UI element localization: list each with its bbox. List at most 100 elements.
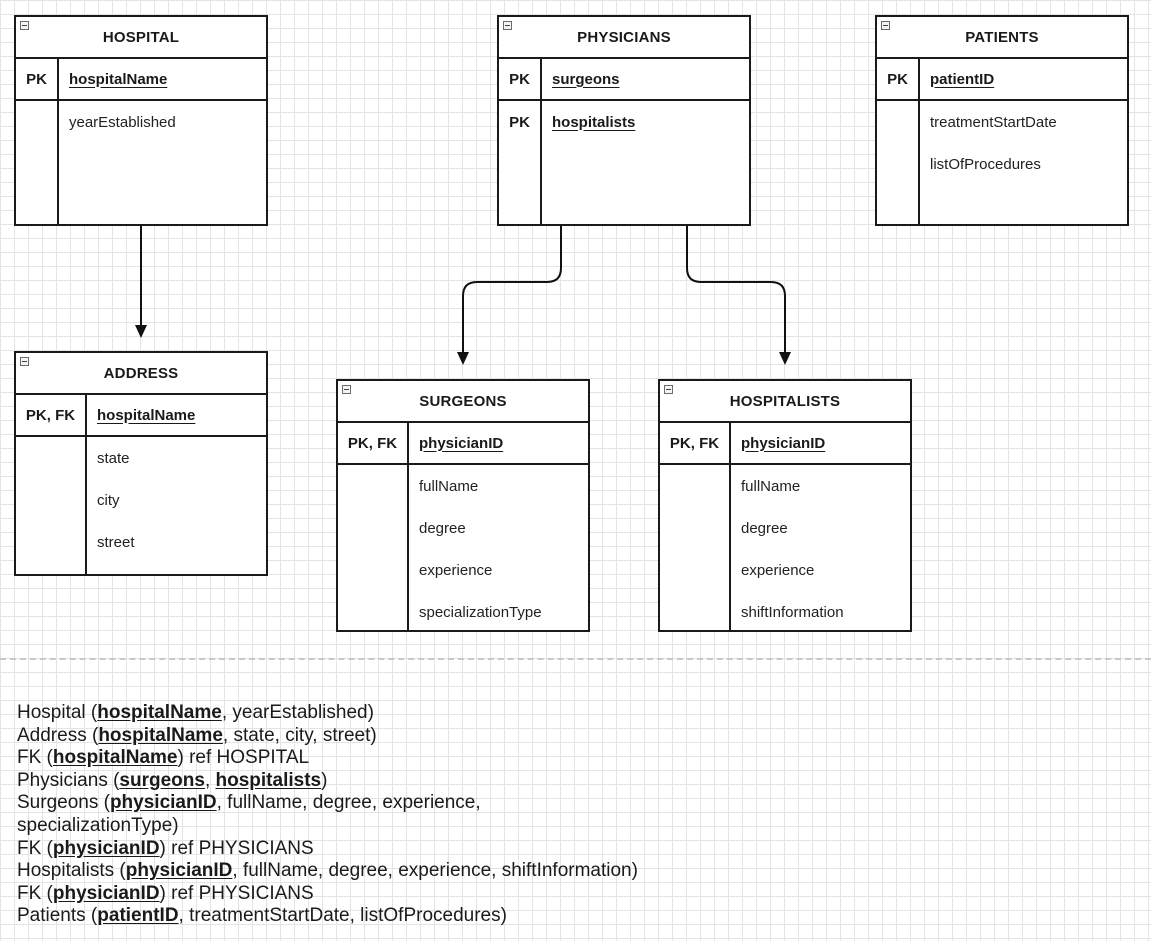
attribute: degree: [741, 519, 788, 537]
schema-text: Physicians (: [17, 769, 120, 791]
schema-text: ,: [204, 769, 216, 791]
key-label: PK: [877, 59, 920, 99]
schema-key: hospitalName: [52, 747, 178, 769]
attribute: city: [97, 491, 120, 509]
schema-line: Patients (patientID, treatmentStartDate,…: [17, 905, 638, 928]
collapse-icon[interactable]: [20, 357, 29, 366]
connector-physicians-surgeons[interactable]: [462, 226, 562, 353]
collapse-icon[interactable]: [342, 385, 351, 394]
attribute: street: [97, 533, 135, 551]
entity-header: ADDRESS: [16, 353, 266, 395]
key-column: [16, 101, 59, 224]
key-label: PK: [16, 59, 59, 99]
schema-key: physicianID: [125, 860, 233, 882]
collapse-icon[interactable]: [20, 21, 29, 30]
schema-line: Surgeons (physicianID, fullName, degree,…: [17, 792, 638, 815]
attribute: yearEstablished: [69, 113, 176, 131]
primary-key-row: PK patientID: [877, 59, 1127, 101]
schema-key: patientID: [97, 905, 179, 927]
key-label: PK, FK: [338, 423, 409, 463]
key-label: PK: [499, 59, 542, 99]
schema-text: , fullName, degree, experience, shiftInf…: [232, 860, 638, 882]
attribute: experience: [741, 561, 815, 579]
entity-address[interactable]: ADDRESS PK, FK hospitalName state city s…: [14, 351, 268, 576]
schema-text: Surgeons (: [17, 792, 110, 814]
attribute: experience: [419, 561, 493, 579]
schema-text: Hospitalists (: [17, 860, 126, 882]
schema-key: surgeons: [119, 769, 205, 791]
attribute: listOfProcedures: [930, 155, 1041, 173]
schema-text: ) ref PHYSICIANS: [159, 837, 314, 859]
arrowhead-hospitalists: [779, 352, 791, 365]
attribute: degree: [419, 519, 466, 537]
collapse-icon[interactable]: [503, 21, 512, 30]
attribute-list: fullName degree experience specializatio…: [409, 465, 588, 630]
entity-title: ADDRESS: [103, 364, 179, 382]
arrowhead-surgeons: [457, 352, 469, 365]
schema-text: Hospital (: [17, 702, 98, 723]
entity-title: PATIENTS: [965, 28, 1039, 46]
attribute: specializationType: [419, 603, 542, 621]
attribute: fullName: [419, 477, 479, 495]
schema-text: , treatmentStartDate, listOfProcedures): [178, 905, 507, 927]
entity-hospital[interactable]: HOSPITAL PK hospitalName yearEstablished: [14, 15, 268, 226]
entity-surgeons[interactable]: SURGEONS PK, FK physicianID fullName deg…: [336, 379, 590, 632]
schema-text: specializationType): [17, 814, 179, 836]
schema-text: , yearEstablished): [221, 702, 374, 723]
schema-line: Hospitalists (physicianID, fullName, deg…: [17, 860, 638, 883]
attribute-list: fullName degree experience shiftInformat…: [731, 465, 910, 630]
entity-title: HOSPITAL: [102, 28, 180, 46]
entity-header: SURGEONS: [338, 381, 588, 423]
attribute-list: yearEstablished: [59, 101, 266, 224]
primary-key-row: PK, FK physicianID: [660, 423, 910, 465]
attribute: state: [97, 449, 130, 467]
collapse-icon[interactable]: [664, 385, 673, 394]
key-column: [877, 101, 920, 224]
key-column: PK: [499, 101, 542, 224]
entity-physicians[interactable]: PHYSICIANS PK surgeons PK hospitalists: [497, 15, 751, 226]
schema-text: FK (: [17, 882, 53, 904]
key-column: [16, 437, 87, 574]
collapse-icon[interactable]: [881, 21, 890, 30]
entity-header: PHYSICIANS: [499, 17, 749, 59]
entity-patients[interactable]: PATIENTS PK patientID treatmentStartDate…: [875, 15, 1129, 226]
schema-text: FK (: [17, 747, 53, 769]
attribute-list: hospitalists: [542, 101, 749, 224]
entity-title: SURGEONS: [419, 392, 507, 410]
key-label: PK, FK: [16, 395, 87, 435]
schema-line: Physicians (surgeons, hospitalists): [17, 770, 638, 793]
entity-hospitalists[interactable]: HOSPITALISTS PK, FK physicianID fullName…: [658, 379, 912, 632]
schema-text: Patients (: [17, 905, 98, 927]
schema-key: hospitalName: [98, 724, 223, 746]
schema-text: FK (: [17, 837, 53, 859]
key-label: PK, FK: [660, 423, 731, 463]
primary-key-row: PK, FK physicianID: [338, 423, 588, 465]
schema-key: hospitalName: [97, 702, 222, 723]
key-label: PK: [509, 113, 530, 131]
schema-key: physicianID: [109, 792, 217, 814]
schema-text: , fullName, degree, experience,: [216, 792, 481, 814]
schema-line: FK (physicianID) ref PHYSICIANS: [17, 838, 638, 861]
entity-header: HOSPITAL: [16, 17, 266, 59]
schema-line: specializationType): [17, 815, 638, 838]
primary-key-row: PK, FK hospitalName: [16, 395, 266, 437]
schema-line: Address (hospitalName, state, city, stre…: [17, 725, 638, 748]
schema-line: FK (hospitalName) ref HOSPITAL: [17, 747, 638, 770]
relational-schema-text[interactable]: Hospital (hospitalName, yearEstablished)…: [17, 702, 638, 928]
attribute-list: treatmentStartDate listOfProcedures: [920, 101, 1127, 224]
attribute: treatmentStartDate: [930, 113, 1057, 131]
key-field: physicianID: [741, 434, 826, 452]
connector-physicians-hospitalists[interactable]: [686, 226, 786, 353]
attribute: shiftInformation: [741, 603, 844, 621]
page-divider: [0, 658, 1151, 660]
entity-title: PHYSICIANS: [577, 28, 671, 46]
primary-key-row: PK hospitalName: [16, 59, 266, 101]
schema-key: physicianID: [52, 837, 160, 859]
key-field: patientID: [930, 70, 995, 88]
key-field: hospitalName: [97, 406, 196, 424]
schema-text: ): [321, 769, 328, 791]
primary-key-row: PK surgeons: [499, 59, 749, 101]
entity-header: PATIENTS: [877, 17, 1127, 59]
